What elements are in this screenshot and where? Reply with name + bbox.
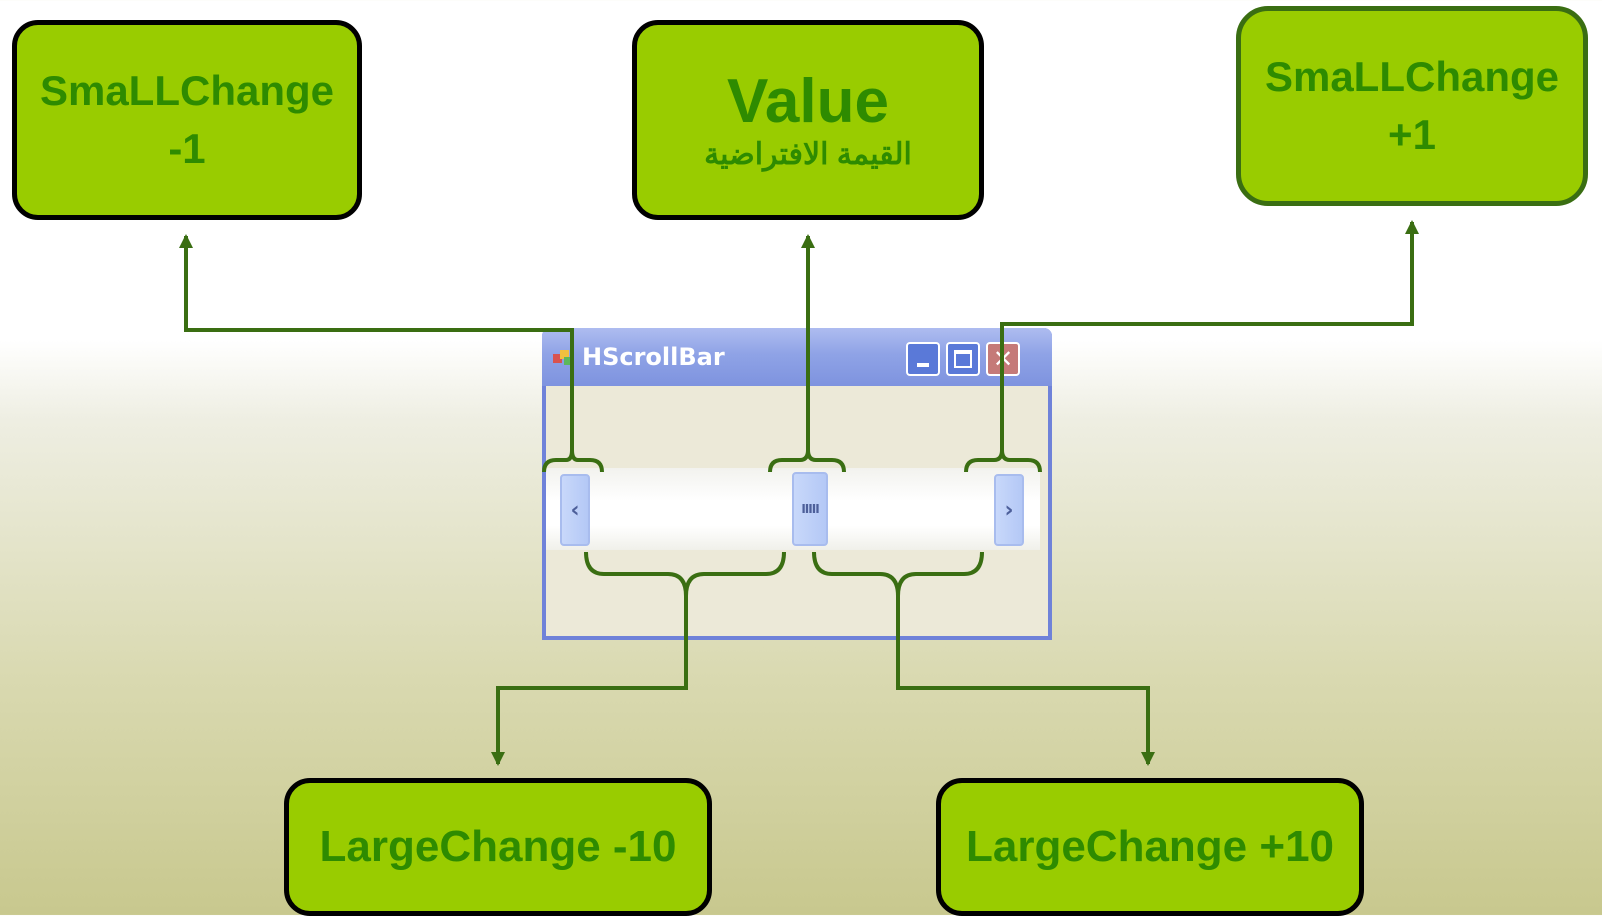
chevron-left-icon: ‹ bbox=[570, 497, 580, 523]
app-icon bbox=[553, 350, 572, 365]
chevron-right-icon: › bbox=[1004, 497, 1014, 523]
smallchange-minus-value: -1 bbox=[168, 125, 206, 172]
smallchange-plus-value: +1 bbox=[1388, 111, 1436, 158]
grip-icon: IIIII bbox=[801, 502, 819, 516]
smallchange-minus-label: SmaLLChange bbox=[39, 67, 335, 114]
connector-smallchange-minus bbox=[179, 234, 574, 450]
brace-right-arrow bbox=[964, 449, 1042, 473]
largechange-plus-label: LargeChange +10 bbox=[965, 822, 1335, 871]
window-titlebar[interactable]: HScrollBar ✕ bbox=[542, 328, 1052, 386]
largechange-minus-label: LargeChange -10 bbox=[319, 822, 677, 871]
brace-left-arrow bbox=[542, 449, 604, 473]
brace-left-track bbox=[584, 551, 786, 597]
scroll-left-button[interactable]: ‹ bbox=[560, 474, 590, 546]
maximize-icon bbox=[954, 350, 972, 368]
brace-thumb bbox=[768, 449, 846, 473]
connector-smallchange-plus bbox=[1000, 220, 1419, 450]
horizontal-scrollbar[interactable]: ‹ IIIII › bbox=[546, 468, 1040, 550]
minimize-button[interactable] bbox=[906, 342, 940, 376]
largechange-plus-box: LargeChange +10 bbox=[936, 778, 1364, 916]
value-label: Value bbox=[727, 67, 889, 136]
largechange-minus-box: LargeChange -10 bbox=[284, 778, 712, 916]
minimize-icon bbox=[917, 363, 929, 367]
smallchange-plus-label: SmaLLChange bbox=[1264, 53, 1560, 100]
connector-largechange-minus bbox=[491, 596, 688, 766]
value-arabic-label: القيمة الافتراضية bbox=[704, 138, 912, 171]
scroll-thumb[interactable]: IIIII bbox=[792, 472, 828, 546]
value-box: Value القيمة الافتراضية bbox=[632, 20, 984, 220]
connector-largechange-plus bbox=[896, 596, 1155, 766]
smallchange-minus-box: SmaLLChange -1 bbox=[12, 20, 362, 220]
window-title: HScrollBar bbox=[582, 343, 725, 371]
hscrollbar-window: HScrollBar ✕ ‹ IIIII › bbox=[542, 328, 1052, 640]
brace-right-track bbox=[812, 551, 984, 597]
maximize-button[interactable] bbox=[946, 342, 980, 376]
scroll-right-button[interactable]: › bbox=[994, 474, 1024, 546]
smallchange-plus-box: SmaLLChange +1 bbox=[1236, 6, 1588, 206]
